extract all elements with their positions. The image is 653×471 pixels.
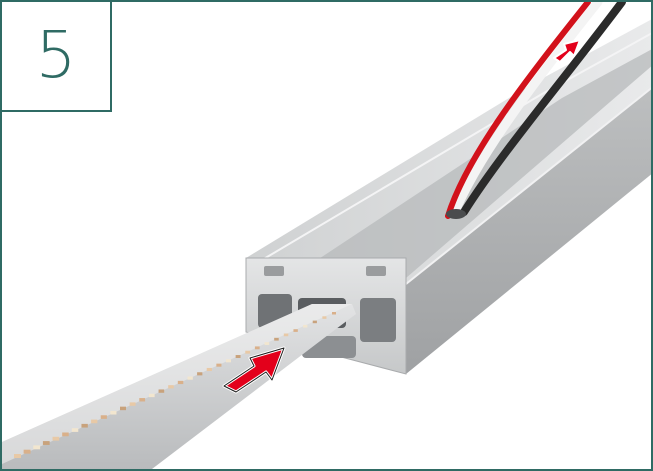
led-chip — [24, 450, 31, 454]
led-chip — [72, 428, 78, 432]
led-chip — [245, 351, 250, 354]
led-chip — [159, 389, 165, 392]
led-chip — [274, 338, 279, 341]
led-strip — [2, 304, 356, 469]
led-strip-body — [2, 304, 356, 469]
led-chip — [303, 325, 307, 328]
led-chip — [207, 368, 212, 371]
cavity-right — [360, 298, 396, 342]
led-chip — [255, 346, 260, 349]
led-chip — [226, 359, 231, 362]
led-chip — [33, 445, 40, 449]
led-chip — [43, 441, 50, 445]
led-chip — [149, 394, 155, 397]
led-chip — [110, 411, 116, 415]
led-chip — [81, 424, 87, 428]
led-chip — [130, 402, 136, 405]
led-chip — [139, 398, 145, 401]
led-chip — [168, 385, 174, 388]
led-chip — [265, 342, 270, 345]
led-chip — [236, 355, 241, 358]
led-chip — [53, 437, 60, 441]
led-chip — [187, 377, 192, 380]
led-chip — [14, 454, 21, 458]
led-chip — [178, 381, 183, 384]
led-chip — [62, 432, 69, 436]
led-chip — [120, 407, 126, 411]
step-number-box: 5 — [2, 2, 112, 112]
led-chip — [293, 329, 297, 332]
led-chip — [313, 321, 317, 324]
step-number: 5 — [36, 24, 77, 88]
led-chip — [91, 420, 97, 424]
led-chip — [101, 415, 107, 419]
led-chip — [284, 334, 288, 337]
led-chip — [197, 372, 202, 375]
led-chip — [332, 312, 336, 315]
led-chip — [322, 316, 326, 319]
led-chip — [216, 364, 221, 367]
